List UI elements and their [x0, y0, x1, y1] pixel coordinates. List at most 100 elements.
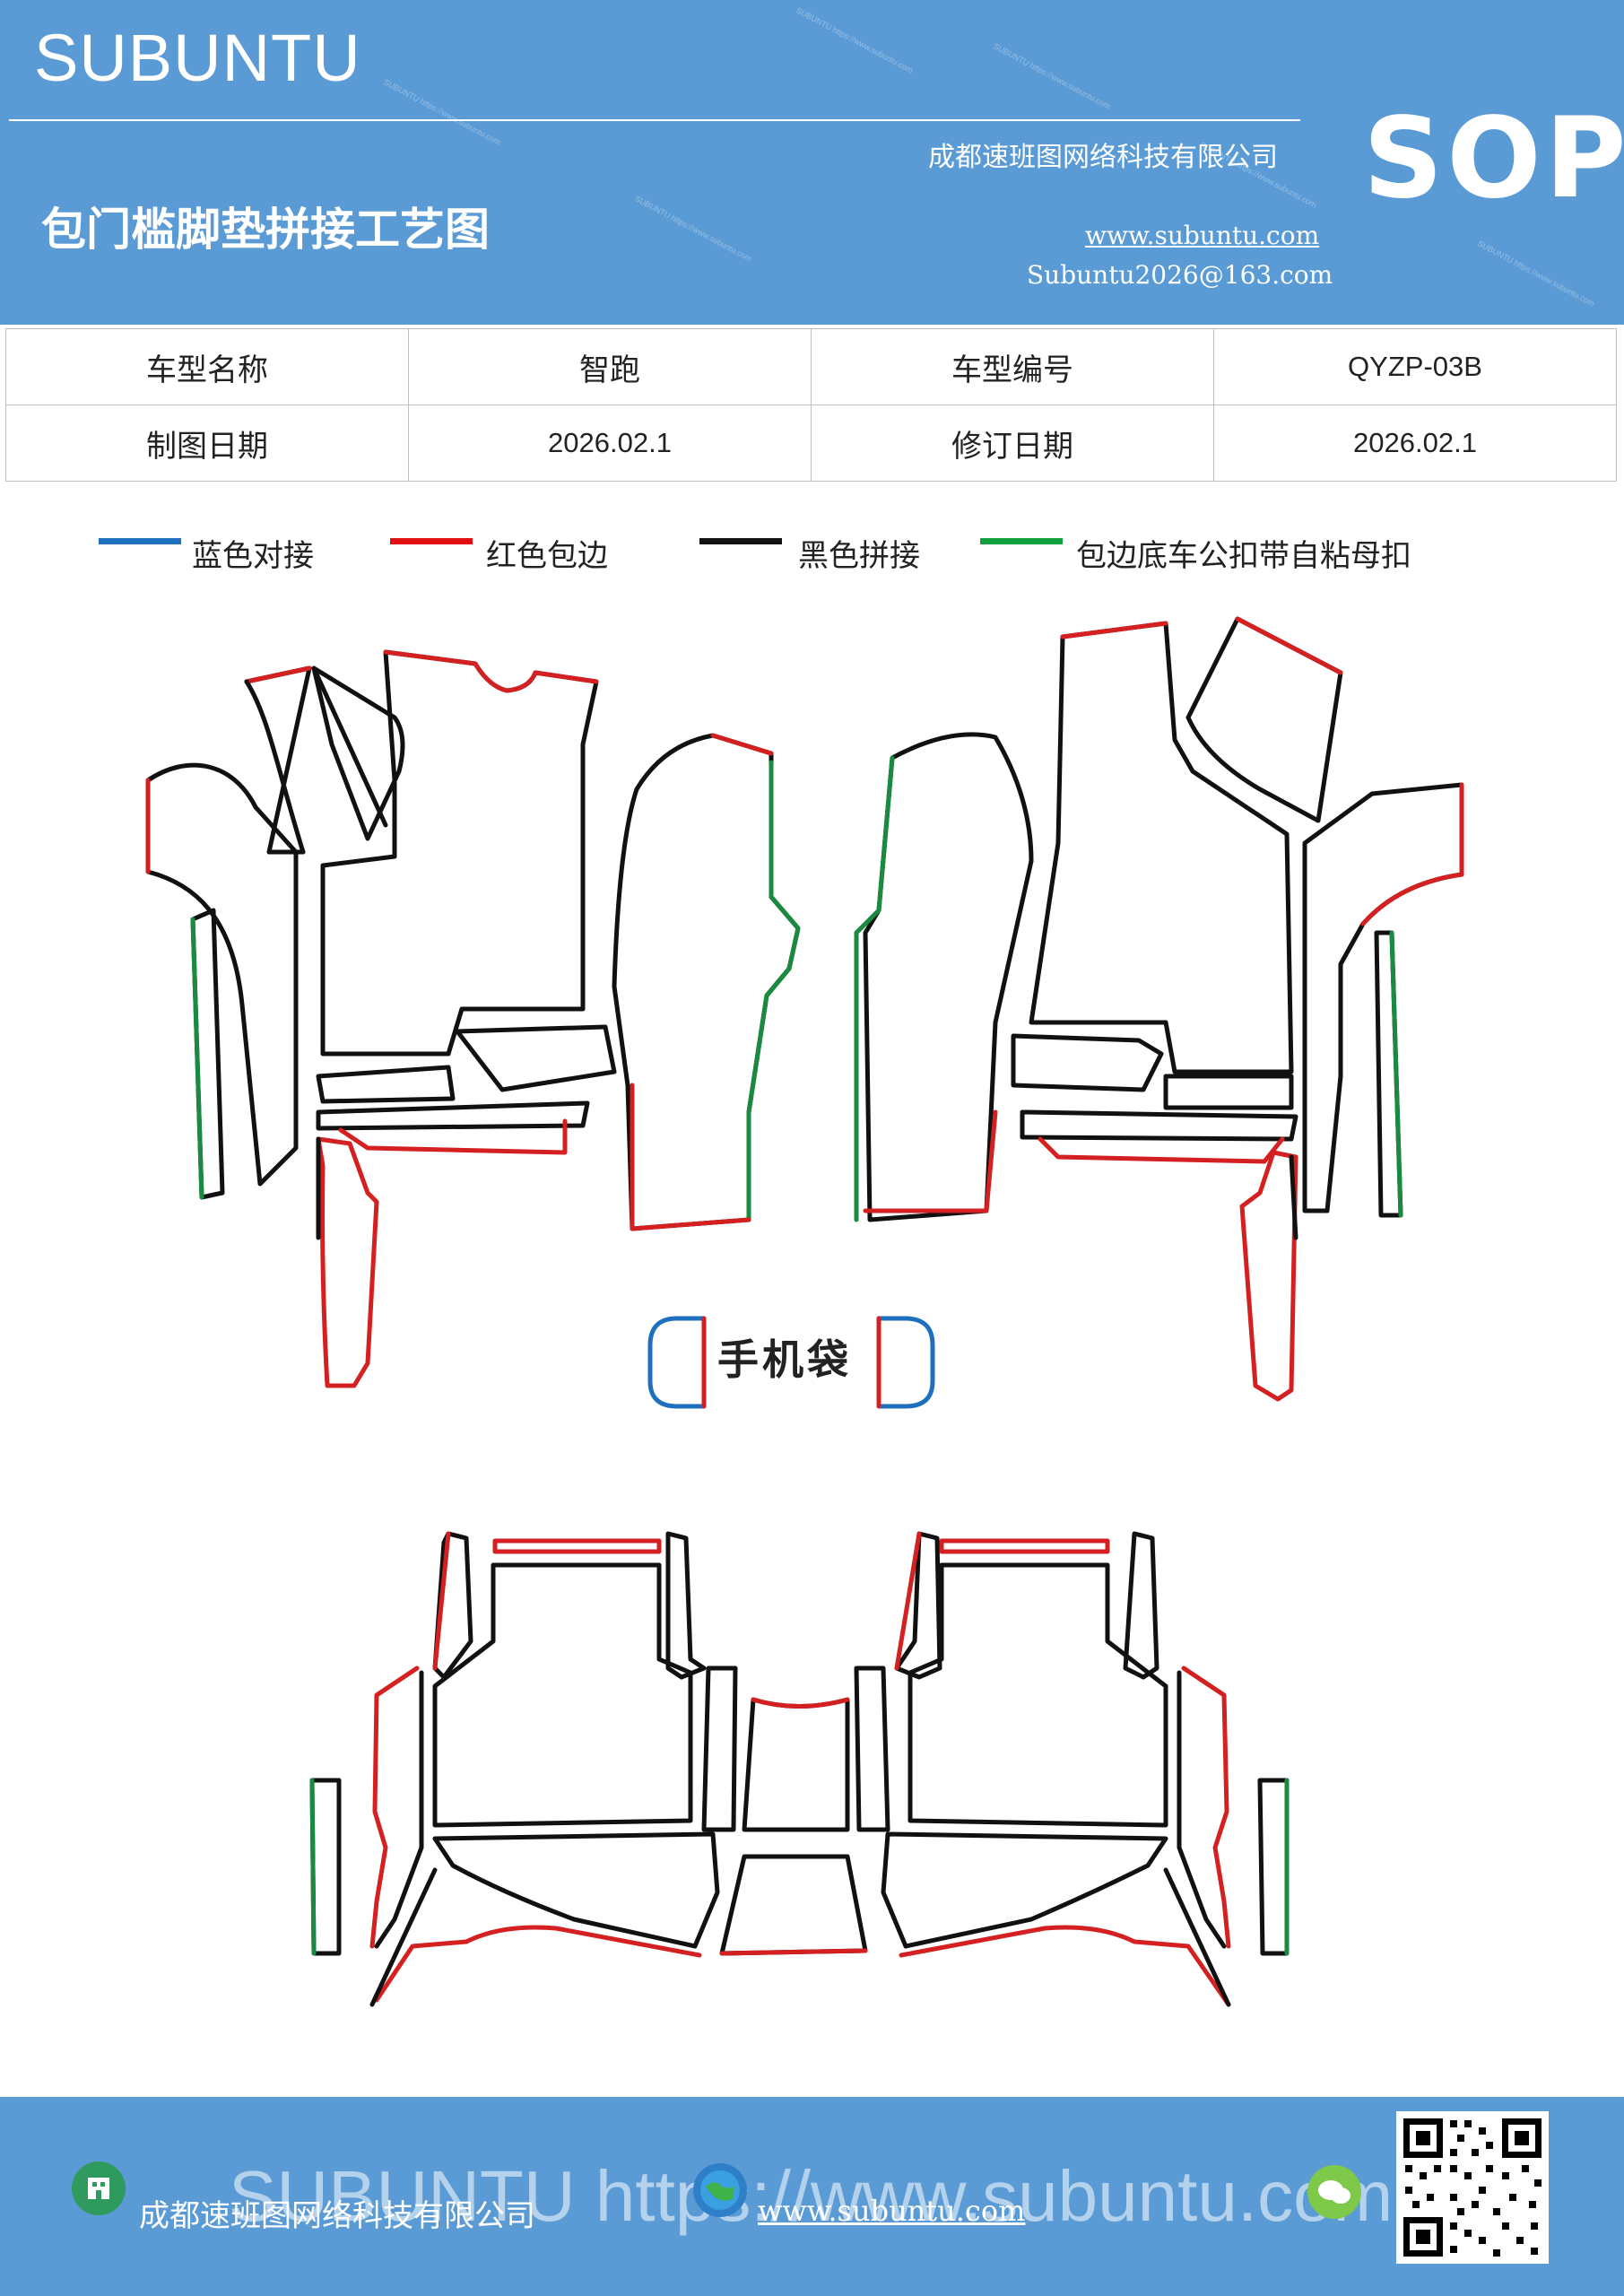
phone-pocket-group — [647, 1316, 935, 1409]
mat-edge-red — [383, 649, 599, 693]
header-divider — [9, 119, 1300, 121]
legend-swatch — [699, 538, 782, 544]
vehicle-info-table: 车型名称 智跑 车型编号 QYZP-03B 制图日期 2026.02.1 修订日… — [5, 328, 1617, 482]
brand-name: SUBUNTU — [34, 21, 361, 95]
floor-mat-diagram — [145, 616, 1464, 2007]
mat-edge-red — [1360, 782, 1464, 926]
mat-piece-outline — [894, 1531, 942, 1680]
mat-edge-red — [894, 1531, 922, 1671]
mat-piece-outline — [316, 1065, 456, 1104]
mat-piece-outline — [701, 1665, 738, 1832]
legend-label: 红色包边 — [486, 538, 608, 574]
legend-swatch — [980, 538, 1063, 544]
legend-label: 包边底车公扣带自粘母扣 — [1076, 538, 1411, 574]
mat-piece-outline — [854, 1665, 890, 1832]
mat-edge-red — [338, 1118, 568, 1155]
mat-piece-outline — [908, 1562, 1168, 1828]
mat-edge-red — [719, 1948, 868, 1956]
mat-edge-green — [746, 760, 801, 1222]
mat-piece-outline — [1163, 1074, 1294, 1110]
mat-piece-outline — [1020, 1109, 1298, 1142]
mat-edge-red — [1060, 621, 1168, 639]
legend-label: 蓝色对接 — [192, 538, 314, 574]
footer-banner: SUBUNTU https://www.subuntu.com 成都速班图网络科… — [0, 2097, 1624, 2296]
table-row: 制图日期 2026.02.1 修订日期 2026.02.1 — [5, 404, 1617, 482]
mat-edge-red — [939, 1538, 1110, 1554]
table-cell-value: 智跑 — [408, 328, 812, 405]
mat-piece-outline — [432, 1831, 720, 1949]
building-icon — [72, 2161, 126, 2215]
mat-edge-green — [190, 917, 204, 1200]
watermark-text: SUBUNTU https://www.subuntu.com — [633, 194, 753, 264]
mat-piece-outline — [374, 1670, 424, 1949]
footer-company-name: 成都速班图网络科技有限公司 — [139, 2198, 535, 2234]
mat-piece-outline — [863, 732, 1034, 1222]
mat-piece-outline — [1289, 1154, 1298, 1240]
mat-edge-red — [374, 1925, 702, 2003]
mat-piece-outline — [320, 649, 599, 1057]
mat-piece-outline — [311, 665, 388, 828]
wechat-icon — [1307, 2165, 1361, 2219]
legend-swatch — [99, 538, 181, 544]
website-link[interactable]: www.subuntu.com — [1085, 221, 1320, 250]
table-cell-value: 2026.02.1 — [408, 404, 812, 482]
phone-pocket-right-blue — [876, 1316, 935, 1409]
front-right-mat-group — [854, 616, 1464, 1402]
table-cell-value: QYZP-03B — [1213, 328, 1617, 405]
mat-piece-outline — [719, 1854, 868, 1956]
footer-watermark: SUBUNTU https://www.subuntu.com — [229, 2156, 1394, 2236]
mat-piece-outline — [1029, 621, 1294, 1074]
header-banner: SUBUNTU https://www.subuntu.com SUBUNTU … — [0, 0, 1624, 325]
mat-piece-outline — [455, 1024, 617, 1092]
mat-edge-red — [1181, 1665, 1231, 1949]
mat-piece-outline — [1257, 1778, 1290, 1956]
table-cell-label: 修订日期 — [811, 404, 1214, 482]
rear-mat-group — [309, 1531, 1290, 2007]
mat-piece-outline — [881, 1831, 1168, 1949]
mat-edge-red — [1235, 616, 1343, 675]
mat-edge-red — [369, 1665, 420, 1949]
mat-edge-red — [710, 733, 774, 756]
mat-piece-outline — [1177, 1670, 1227, 1949]
globe-icon — [693, 2163, 747, 2217]
mat-edge-red — [316, 1136, 379, 1388]
sop-badge: SOP — [1363, 94, 1624, 223]
mat-piece-outline — [1123, 1531, 1159, 1680]
mat-piece-outline — [1185, 616, 1343, 823]
mat-piece-outline — [145, 762, 299, 1187]
watermark-text: SUBUNTU https://www.subuntu.com — [992, 41, 1112, 111]
table-cell-label: 制图日期 — [5, 404, 409, 482]
mat-edge-green — [1389, 930, 1403, 1218]
company-name: 成都速班图网络科技有限公司 — [928, 142, 1278, 173]
table-cell-value: 2026.02.1 — [1213, 404, 1617, 482]
mat-piece-outline — [432, 1562, 693, 1828]
mat-edge-red — [863, 1109, 998, 1213]
legend-swatch — [390, 538, 473, 544]
mat-edge-red — [1038, 1136, 1285, 1164]
phone-pocket-left-blue — [647, 1316, 707, 1409]
email-address: Subuntu2026@163.com — [1027, 260, 1333, 290]
mat-piece-outline — [369, 1867, 438, 2007]
mat-piece-outline — [742, 1697, 850, 1832]
table-cell-label: 车型名称 — [5, 328, 409, 405]
mat-piece-outline — [1011, 1033, 1164, 1092]
qr-code-icon — [1396, 2111, 1549, 2264]
mat-piece-outline — [1163, 1867, 1231, 2007]
mat-edge-red — [630, 1083, 751, 1231]
mat-edge-green — [854, 755, 895, 1222]
front-left-mat-group — [145, 649, 801, 1388]
mat-piece-outline — [1302, 782, 1464, 1213]
footer-website-link[interactable]: www.subuntu.com — [758, 2194, 1026, 2228]
mat-edge-red — [1239, 1150, 1298, 1402]
legend-label: 黑色拼接 — [798, 538, 920, 574]
mat-piece-outline — [316, 1100, 590, 1131]
mat-edge-green — [309, 1778, 317, 1956]
mat-edge-red — [492, 1538, 662, 1554]
mat-piece-outline — [244, 679, 306, 855]
mat-piece-outline — [311, 665, 405, 841]
watermark-text: SUBUNTU https://www.subuntu.com — [795, 5, 915, 75]
watermark-text: SUBUNTU https://www.subuntu.com — [1476, 239, 1596, 309]
mat-piece-outline — [309, 1778, 342, 1956]
mat-piece-outline — [665, 1531, 707, 1680]
phone-pocket-label: 手机袋 — [717, 1335, 852, 1384]
